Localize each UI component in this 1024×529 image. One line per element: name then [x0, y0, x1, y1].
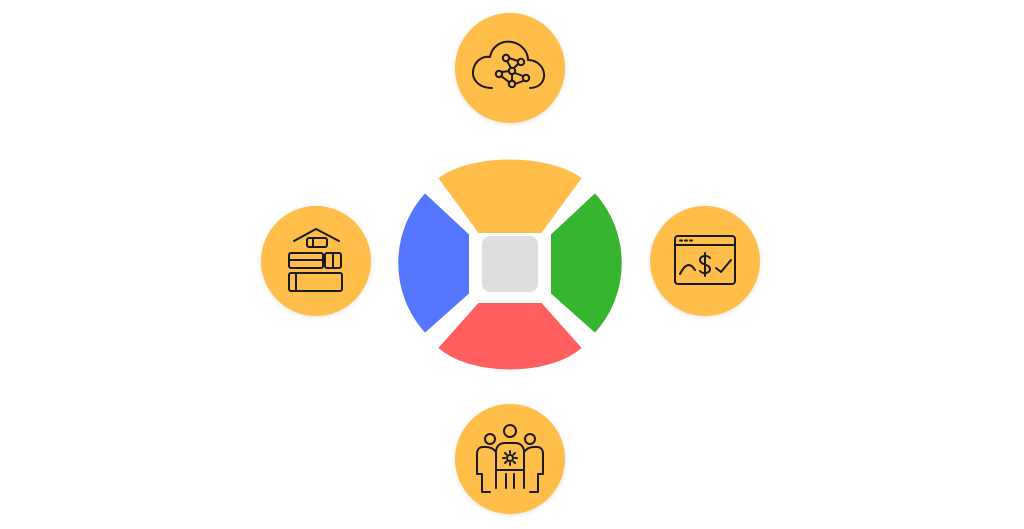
segment-right[interactable] [549, 190, 624, 336]
central-hub [396, 157, 624, 372]
team-gear-icon [476, 424, 544, 493]
satellite-left[interactable] [261, 206, 371, 316]
warehouse-stock-icon [288, 228, 343, 292]
finance-chart-icon [674, 235, 736, 285]
segment-bottom[interactable] [435, 301, 585, 372]
segment-left[interactable] [396, 190, 471, 336]
satellite-bottom[interactable] [455, 404, 565, 514]
segment-top[interactable] [435, 157, 585, 235]
cloud-network-icon [472, 40, 546, 89]
satellite-top[interactable] [455, 13, 565, 123]
center-square [482, 236, 538, 292]
satellite-right[interactable] [650, 206, 760, 316]
